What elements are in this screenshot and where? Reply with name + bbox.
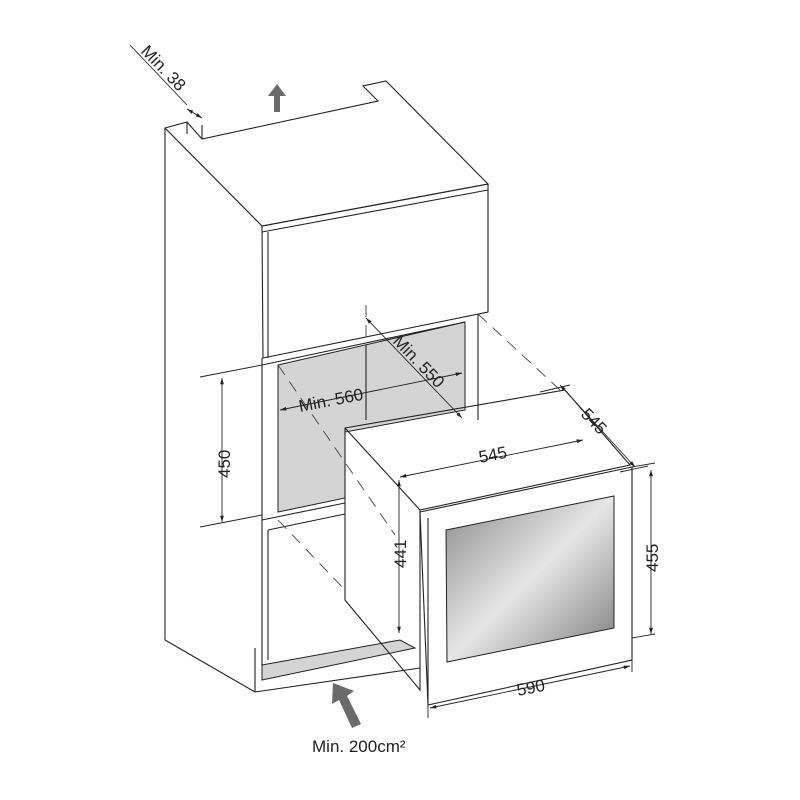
cabinet-top [163, 80, 490, 227]
unit-body-height-label: 441 [391, 540, 410, 568]
upper-panel [261, 183, 489, 359]
unit-width-label: 545 [477, 443, 508, 467]
ventilation-label: Min. 200cm² [312, 737, 406, 756]
airflow-in-arrow-icon [332, 683, 361, 728]
front-width-label: 590 [515, 676, 546, 700]
niche-height-label: 450 [215, 450, 234, 478]
top-clearance-label: Min. 38 [137, 42, 189, 95]
airflow-up-arrow-icon [268, 84, 286, 112]
niche-opening [277, 321, 466, 513]
front-height-label: 455 [643, 544, 662, 572]
ventilation-gap [261, 639, 417, 681]
glass-door[interactable] [445, 495, 615, 663]
dimensions [129, 44, 656, 718]
wine-cooler-unit [344, 389, 633, 706]
